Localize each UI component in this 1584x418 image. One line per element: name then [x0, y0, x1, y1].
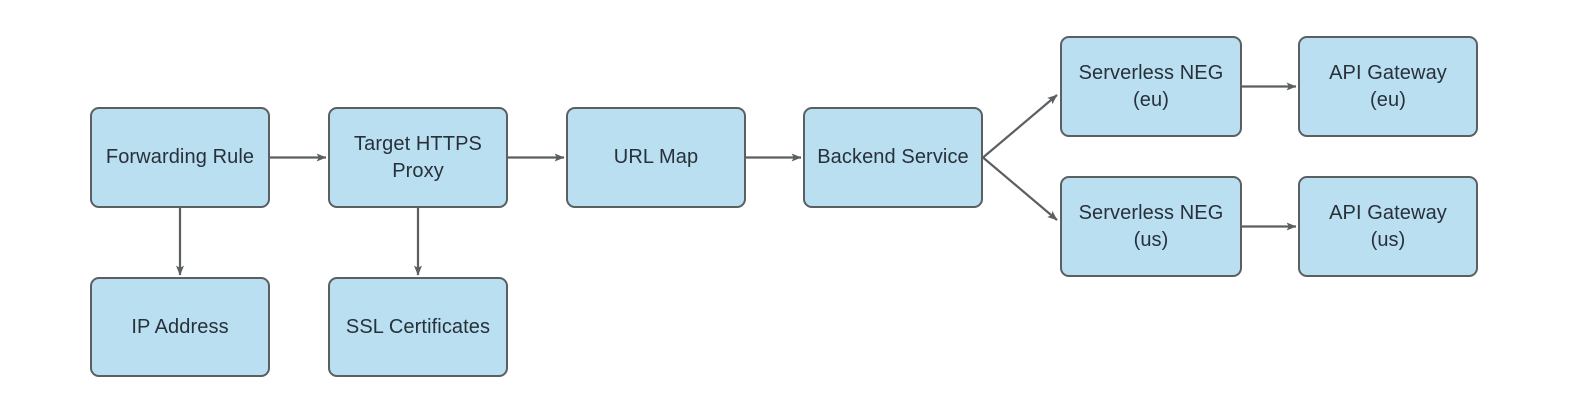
edge-backend-service-to-serverless-neg-eu	[982, 94, 1058, 159]
edge-backend-service-to-serverless-neg-us	[982, 156, 1058, 221]
node-api-gateway-eu[interactable]: API Gateway (eu)	[1298, 36, 1478, 137]
node-backend-service[interactable]: Backend Service	[803, 107, 983, 208]
node-ssl-certificates[interactable]: SSL Certificates	[328, 277, 508, 377]
node-forwarding-rule[interactable]: Forwarding Rule	[90, 107, 270, 208]
node-serverless-neg-eu[interactable]: Serverless NEG (eu)	[1060, 36, 1242, 137]
node-ip-address[interactable]: IP Address	[90, 277, 270, 377]
node-url-map[interactable]: URL Map	[566, 107, 746, 208]
node-serverless-neg-us[interactable]: Serverless NEG (us)	[1060, 176, 1242, 277]
node-api-gateway-us[interactable]: API Gateway (us)	[1298, 176, 1478, 277]
node-target-https-proxy[interactable]: Target HTTPS Proxy	[328, 107, 508, 208]
